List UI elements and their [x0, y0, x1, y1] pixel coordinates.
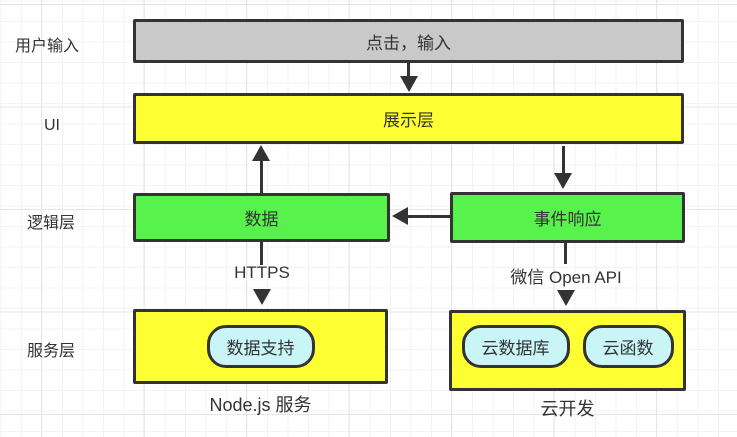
arrow-down-icon — [253, 289, 271, 305]
arrow-up-icon — [252, 145, 270, 161]
node-data: 数据 — [133, 193, 390, 242]
layer-label-logic: 逻辑层 — [27, 215, 76, 232]
arrow-line — [562, 146, 565, 174]
caption-cloud-dev: 云开发 — [540, 399, 595, 419]
edge-label-https: HTTPS — [234, 263, 290, 282]
pill-data-support: 数据支持 — [206, 325, 315, 368]
node-event-response: 事件响应 — [450, 192, 685, 243]
layer-label-user-input: 用户输入 — [15, 38, 80, 55]
arrow-left-icon — [392, 207, 408, 225]
pill-cloud-database: 云数据库 — [461, 325, 570, 368]
node-user-action: 点击，输入 — [133, 19, 684, 63]
node-event-response-label: 事件响应 — [533, 210, 602, 229]
edge-label-wechat-open-api: 微信 Open API — [510, 268, 622, 287]
node-nodejs-service: 数据支持 — [133, 309, 388, 384]
pill-cloud-function: 云函数 — [582, 325, 674, 368]
arrow-down-icon — [400, 76, 418, 92]
node-presentation-layer-label: 展示层 — [383, 111, 434, 130]
arrow-line — [260, 242, 263, 265]
arrow-line — [564, 243, 567, 264]
arrow-line — [260, 159, 263, 193]
layer-label-ui: UI — [44, 117, 60, 134]
arrow-down-icon — [557, 290, 575, 306]
node-data-label: 数据 — [244, 210, 279, 229]
arrow-line — [407, 63, 410, 78]
pill-cloud-database-label: 云数据库 — [481, 339, 550, 358]
node-cloud-dev: 云数据库 云函数 — [449, 310, 686, 391]
layer-label-service: 服务层 — [27, 343, 76, 360]
arrow-line — [406, 215, 450, 218]
node-user-action-label: 点击，输入 — [366, 33, 451, 53]
pill-data-support-label: 数据支持 — [226, 339, 295, 358]
caption-nodejs-service: Node.js 服务 — [209, 395, 312, 415]
arrow-down-icon — [554, 173, 572, 189]
pill-cloud-function-label: 云函数 — [602, 339, 654, 358]
node-presentation-layer: 展示层 — [133, 93, 684, 144]
